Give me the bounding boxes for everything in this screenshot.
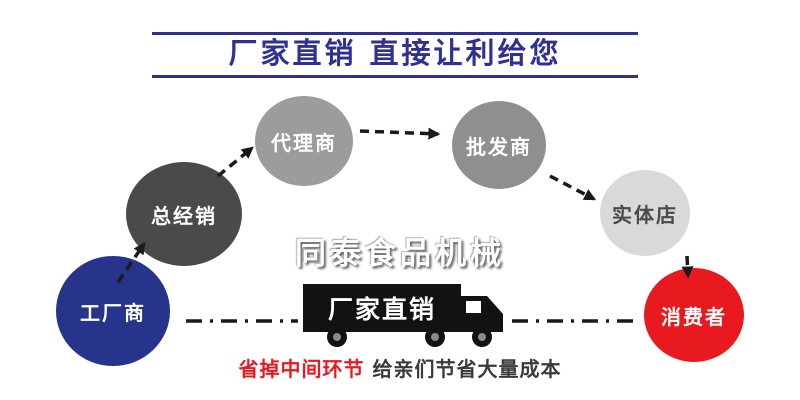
node-distributor: 总经销 — [126, 162, 242, 266]
node-factory-label: 工厂商 — [80, 300, 146, 325]
arrow-distributor-to-agent — [216, 146, 254, 178]
footer-highlight: 省掉中间环节 — [238, 357, 365, 381]
node-store: 实体店 — [600, 170, 690, 256]
arrow-wholesaler-to-store — [549, 174, 597, 201]
footer-rest: 给亲们节省大量成本 — [372, 357, 562, 381]
title-band: 厂家直销 直接让利给您 — [152, 32, 638, 78]
node-agent-label: 代理商 — [271, 130, 337, 155]
node-wholesaler: 批发商 — [452, 101, 546, 189]
truck-label: 厂家直销 — [328, 295, 436, 324]
node-wholesaler-label: 批发商 — [466, 134, 532, 159]
node-agent: 代理商 — [255, 96, 353, 186]
arrow-agent-to-wholesaler — [359, 127, 441, 140]
footer-caption: 省掉中间环节给亲们节省大量成本 — [0, 353, 800, 382]
node-consumer: 消费者 — [644, 268, 744, 362]
truck-icon: 厂家直销 — [303, 284, 503, 347]
page-title: 厂家直销 直接让利给您 — [228, 36, 562, 70]
node-distributor-label: 总经销 — [151, 203, 217, 228]
node-factory: 工厂商 — [56, 256, 170, 366]
node-store-label: 实体店 — [612, 202, 678, 227]
node-consumer-label: 消费者 — [661, 304, 727, 329]
